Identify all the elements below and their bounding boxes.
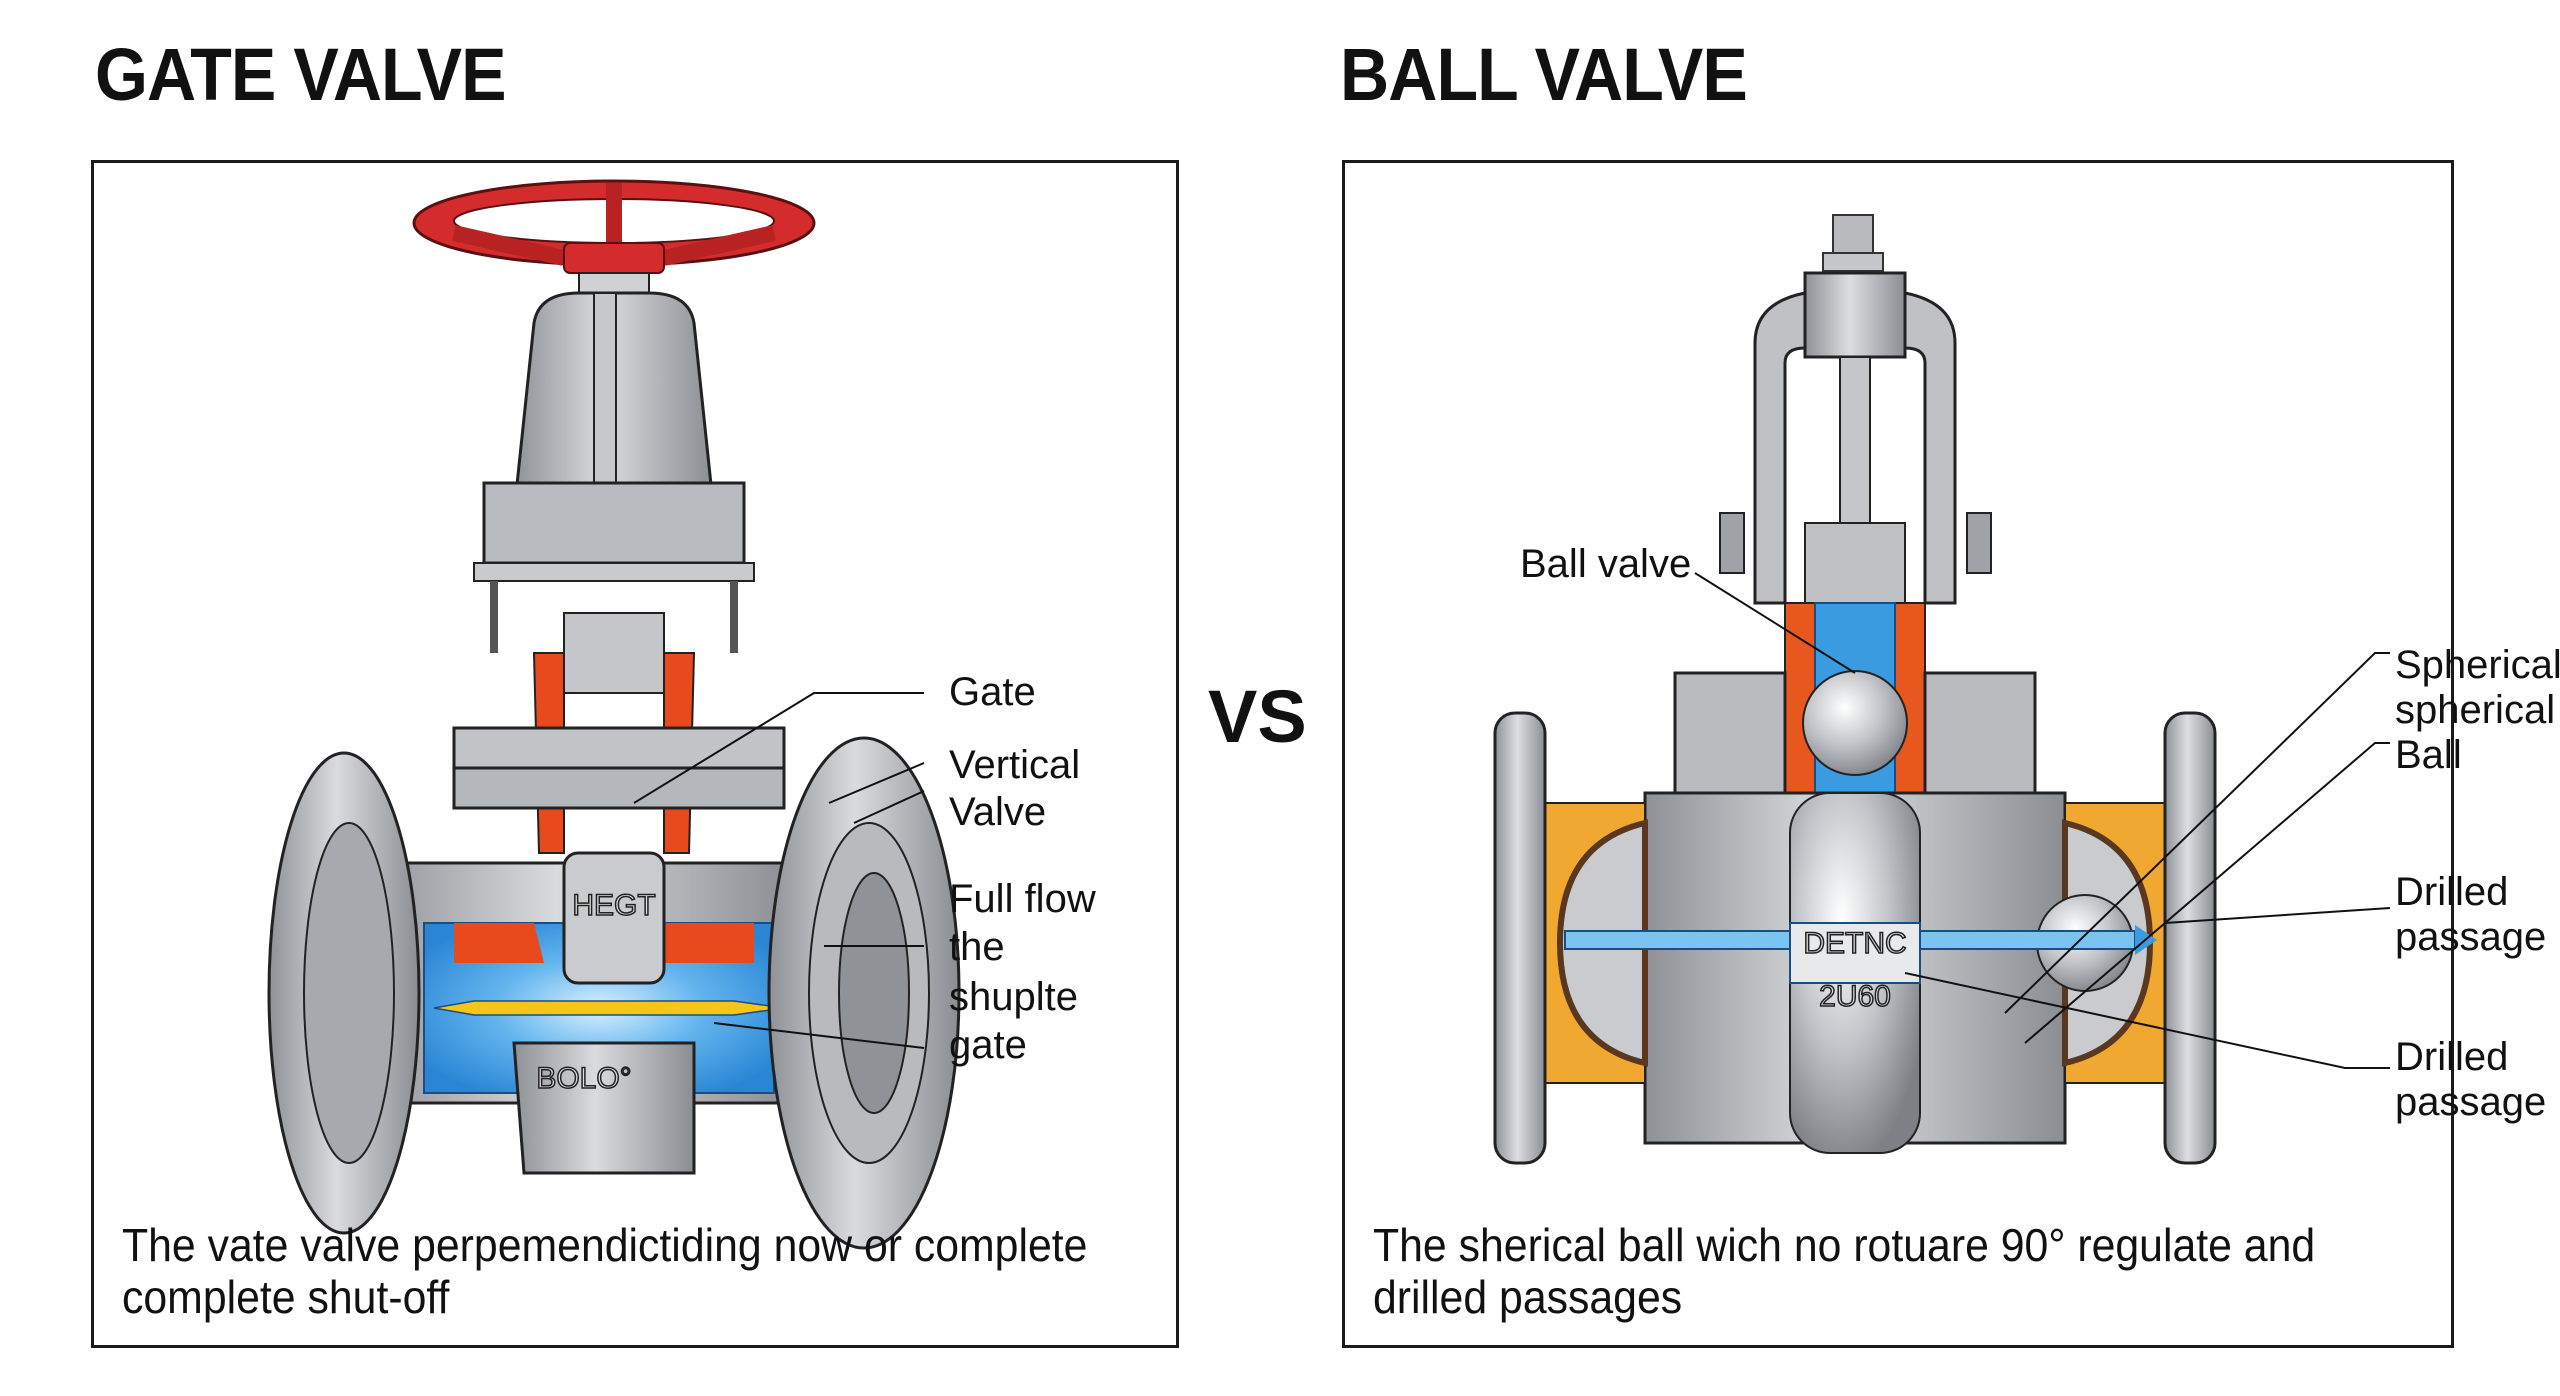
gate-valve-panel: HEGT BOLO° Gate Vertical Valve Full flow… (91, 160, 1179, 1348)
vs-separator: VS (1208, 675, 1307, 758)
callout-ball: Ball (2395, 733, 2462, 777)
callout-shuplte: shuplte (949, 975, 1078, 1019)
caption-line-1: The vate valve perpemendictiding now or … (122, 1219, 1088, 1271)
gate-body-label-lower: BOLO° (536, 1062, 631, 1095)
ball-body-label: DETNC (1803, 927, 1906, 960)
callout-passage-1: passage (2395, 915, 2547, 959)
ball-valve-panel: DETNC 2U60 Ball valve Spherical spherica… (1342, 160, 2560, 1348)
handwheel-icon (412, 179, 816, 274)
stem-thread-icon (1832, 214, 1874, 256)
ball-valve-illustration: DETNC 2U60 (1493, 214, 2391, 1165)
gate-valve-illustration: HEGT BOLO° (267, 179, 961, 1250)
callout-gate: Gate (949, 670, 1036, 714)
gate-valve-caption: The vate valve perpemendictiding now or … (122, 1219, 1087, 1323)
callout-spherical: Spherical (2395, 643, 2560, 687)
ball-valve-title: BALL VALVE (1340, 33, 1748, 116)
callout-valve: Valve (949, 790, 1047, 834)
callout-vertical: Vertical (949, 743, 1081, 787)
callout-gate-lower: gate (949, 1023, 1027, 1067)
caption-line-1: The sherical ball wich no rotuare 90° re… (1373, 1219, 2316, 1271)
flow-arrow-icon (433, 1000, 785, 1016)
ball-icon (1802, 670, 1908, 776)
callout-drilled-2: Drilled (2395, 1035, 2509, 1079)
ball-body-label-lower: 2U60 (1819, 980, 1891, 1013)
gate-body-label: HEGT (572, 889, 655, 922)
callout-drilled-1: Drilled (2395, 870, 2509, 914)
callout-full-flow: Full flow (949, 877, 1096, 921)
callout-ball-valve: Ball valve (1520, 542, 1692, 586)
caption-line-2: complete shut-off (122, 1271, 450, 1323)
caption-line-2: drilled passages (1373, 1271, 1683, 1323)
gate-valve-title: GATE VALVE (95, 33, 507, 116)
callout-spherical-2: spherical (2395, 688, 2556, 732)
ball-valve-caption: The sherical ball wich no rotuare 90° re… (1373, 1219, 2315, 1323)
callout-the: the (949, 925, 1005, 969)
callout-passage-2: passage (2395, 1080, 2547, 1124)
